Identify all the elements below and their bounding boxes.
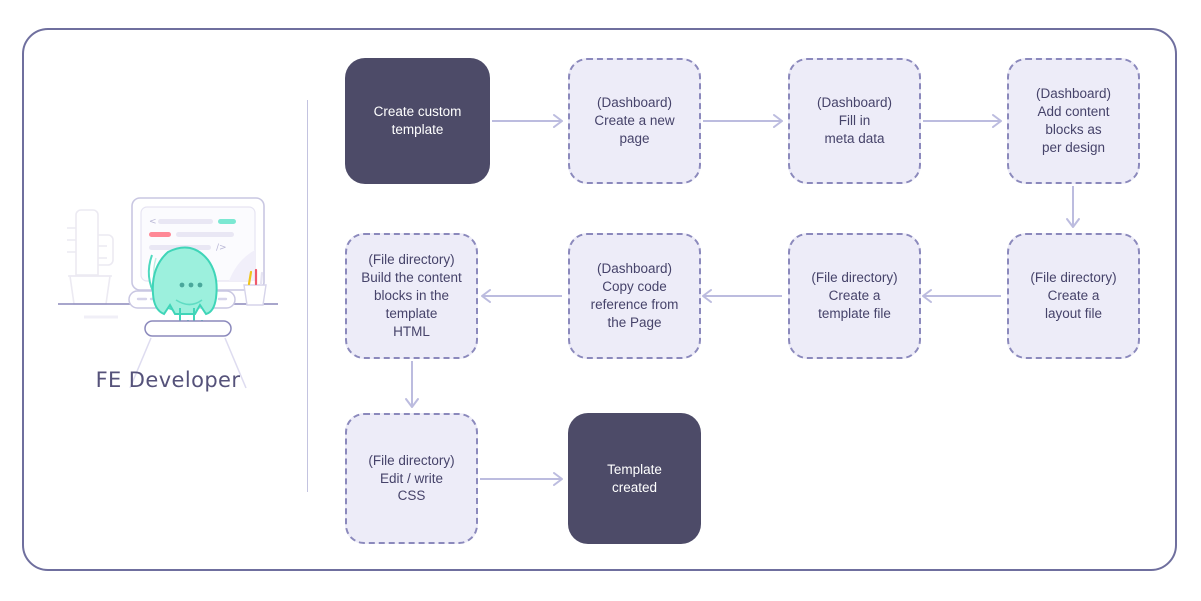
persona-caption: FE Developer bbox=[95, 368, 241, 392]
flow-node-edit-write-css[interactable]: (File directory) Edit / write CSS bbox=[345, 413, 478, 544]
svg-text:/>: /> bbox=[216, 243, 227, 253]
connector-n6-n7 bbox=[702, 289, 782, 303]
connector-n2-n3 bbox=[703, 114, 783, 128]
flow-node-copy-code-reference[interactable]: (Dashboard) Copy code reference from the… bbox=[568, 233, 701, 359]
flow-node-build-content-blocks[interactable]: (File directory) Build the content block… bbox=[345, 233, 478, 359]
connector-n7-n8 bbox=[481, 289, 562, 303]
connector-n4-n5 bbox=[1066, 186, 1080, 228]
flow-node-add-content-blocks[interactable]: (Dashboard) Add content blocks as per de… bbox=[1007, 58, 1140, 184]
fe-developer-at-desk-illustration: < /> bbox=[48, 180, 288, 405]
flow-node-create-a-new-page[interactable]: (Dashboard) Create a new page bbox=[568, 58, 701, 184]
pencil-cup-icon bbox=[243, 268, 267, 306]
flow-node-create-a-layout-file[interactable]: (File directory) Create a layout file bbox=[1007, 233, 1140, 359]
connector-n8-n9 bbox=[405, 361, 419, 408]
flow-node-create-custom-template[interactable]: Create custom template bbox=[345, 58, 490, 184]
outer-frame bbox=[22, 28, 1177, 571]
vertical-divider bbox=[307, 100, 308, 492]
connector-n9-n10 bbox=[480, 472, 563, 486]
flow-node-create-a-template-file[interactable]: (File directory) Create a template file bbox=[788, 233, 921, 359]
connector-n5-n6 bbox=[922, 289, 1001, 303]
cactus-icon bbox=[67, 209, 114, 305]
svg-text:<: < bbox=[149, 217, 157, 227]
connector-n3-n4 bbox=[923, 114, 1002, 128]
desk-stand bbox=[129, 320, 247, 389]
flow-node-template-created[interactable]: Template created bbox=[568, 413, 701, 544]
flow-node-fill-in-meta-data[interactable]: (Dashboard) Fill in meta data bbox=[788, 58, 921, 184]
connector-n1-n2 bbox=[492, 114, 563, 128]
